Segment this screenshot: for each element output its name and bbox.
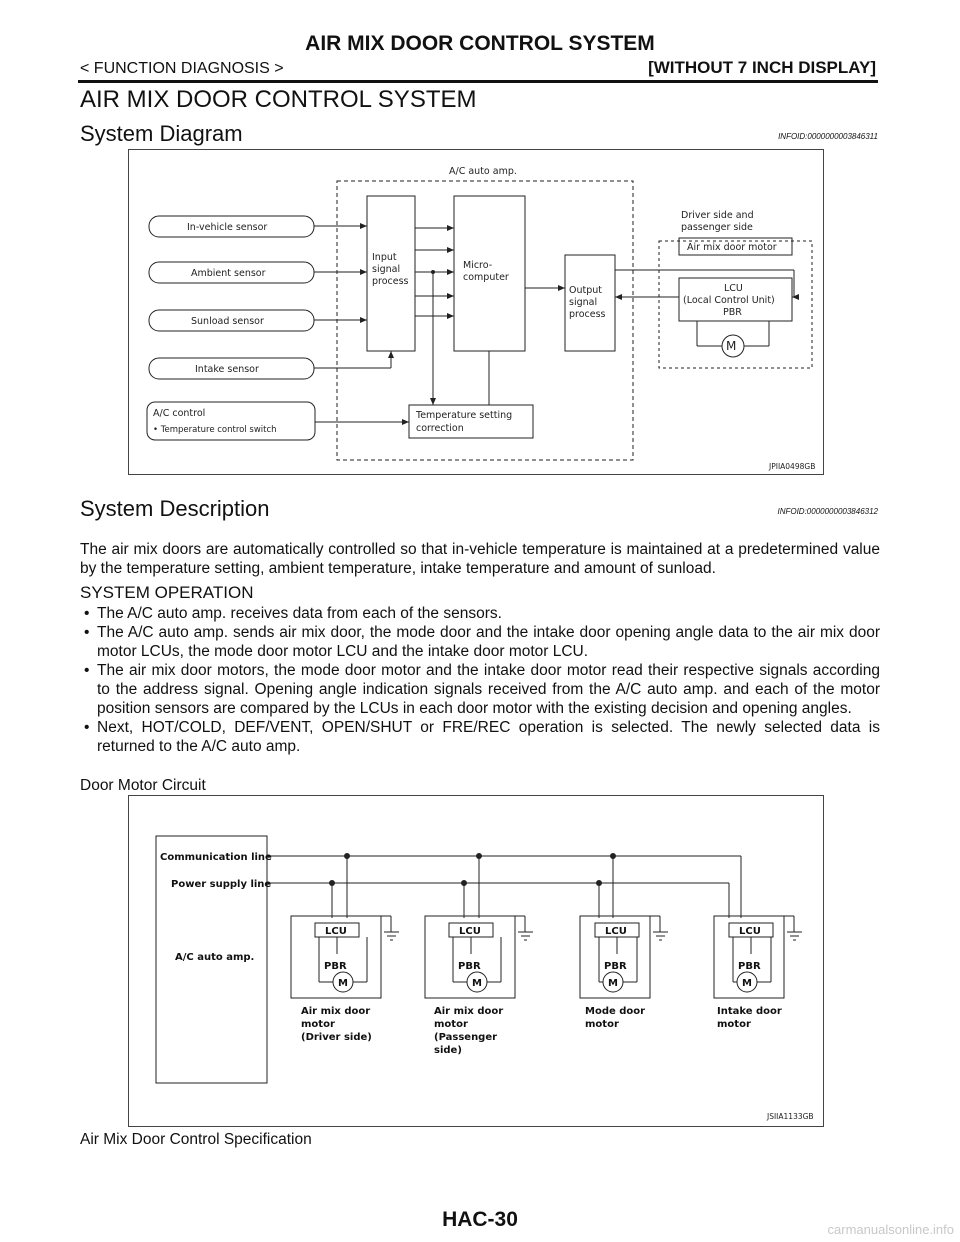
lcu-label: LCU <box>739 926 761 937</box>
air-mix-door-motor-box <box>678 237 793 256</box>
intake-sensor-label: Intake sensor <box>195 364 259 375</box>
motor-1-label-1: Air mix door <box>301 1006 370 1017</box>
bullet-item: The A/C auto amp. receives data from eac… <box>80 604 880 623</box>
door-motor-circuit-heading: Door Motor Circuit <box>80 777 206 794</box>
ac-auto-amp-box <box>155 835 268 1084</box>
motor-icon-label: M <box>726 339 736 353</box>
bullet-item: The A/C auto amp. sends air mix door, th… <box>80 623 880 661</box>
motor-m-label: M <box>338 978 348 989</box>
ac-control-box <box>146 401 316 441</box>
motor-3-label-2: motor <box>585 1019 619 1030</box>
motor-dashed-box <box>658 240 813 369</box>
pbr-label: PBR <box>738 961 761 972</box>
output-signal-process-box <box>564 254 616 352</box>
motor-unit-3 <box>579 856 668 999</box>
motor-2-label-2: motor <box>434 1019 468 1030</box>
page-number: HAC-30 <box>442 1208 518 1231</box>
watermark: carmanualsonline.info <box>827 1222 954 1237</box>
intro-paragraph: The air mix doors are automatically cont… <box>80 541 880 577</box>
motor-unit-2 <box>424 856 533 999</box>
lcu-label: LCU <box>605 926 627 937</box>
motor-unit-1 <box>290 856 399 999</box>
output-label-2: signal <box>569 297 597 308</box>
motor-m-label: M <box>608 978 618 989</box>
pbr-label: PBR <box>604 961 627 972</box>
input-label-1: Input <box>372 252 397 263</box>
output-label-1: Output <box>569 285 602 296</box>
temp-setting-label-2: correction <box>416 423 464 434</box>
motor-2-label-4: side) <box>434 1045 462 1056</box>
temp-switch-label: • Temperature control switch <box>153 425 277 435</box>
lcu-label-1: LCU <box>724 283 743 294</box>
input-label-3: process <box>372 276 409 287</box>
motor-3-label-1: Mode door <box>585 1006 645 1017</box>
lcu-label: LCU <box>459 926 481 937</box>
breadcrumb: < FUNCTION DIAGNOSIS > <box>80 60 284 77</box>
circuit-figure-code: JSIIA1133GB <box>766 1112 814 1121</box>
door-motor-circuit-figure: Communication line Power supply line A/C… <box>128 795 824 1127</box>
system-description-heading: System Description <box>80 496 270 521</box>
in-vehicle-sensor-label: In-vehicle sensor <box>187 222 267 233</box>
ambient-sensor-label: Ambient sensor <box>191 268 266 279</box>
operation-list: The A/C auto amp. receives data from eac… <box>80 604 880 756</box>
section-title: AIR MIX DOOR CONTROL SYSTEM <box>80 86 477 113</box>
bullet-item: The air mix door motors, the mode door m… <box>80 661 880 718</box>
system-description-infoid: INFOID:0000000003846312 <box>777 507 878 516</box>
lcu-label-2: (Local Control Unit) <box>683 295 775 306</box>
communication-line-label: Communication line <box>160 852 272 863</box>
output-label-3: process <box>569 309 606 320</box>
motor-unit-4 <box>713 883 802 999</box>
driver-side-label-1: Driver side and <box>681 210 754 221</box>
air-mix-door-motor-label: Air mix door motor <box>687 242 777 253</box>
bullet-item: Next, HOT/COLD, DEF/VENT, OPEN/SHUT or F… <box>80 718 880 756</box>
lcu-label-3: PBR <box>723 307 742 318</box>
micro-label-1: Micro- <box>463 260 492 271</box>
motor-2-label-3: (Passenger <box>434 1032 497 1043</box>
input-label-2: signal <box>372 264 400 275</box>
amp-label: A/C auto amp. <box>449 166 517 177</box>
motor-1-label-2: motor <box>301 1019 335 1030</box>
system-diagram-svg: A/C auto amp. In-vehicle sensor Ambient … <box>146 166 815 471</box>
ac-auto-amp-label: A/C auto amp. <box>175 952 254 963</box>
variant-label: [WITHOUT 7 INCH DISPLAY] <box>648 58 876 77</box>
temp-setting-label-1: Temperature setting <box>415 410 512 421</box>
figure-code: JPIIA0498GB <box>768 462 815 471</box>
driver-side-label-2: passenger side <box>681 222 753 233</box>
header-rule <box>78 80 878 83</box>
motor-4-label-1: Intake door <box>717 1006 782 1017</box>
pbr-label: PBR <box>458 961 481 972</box>
system-diagram-figure: A/C auto amp. In-vehicle sensor Ambient … <box>128 149 824 475</box>
motor-m-label: M <box>472 978 482 989</box>
system-diagram-heading: System Diagram <box>80 121 243 146</box>
motor-1-label-3: (Driver side) <box>301 1032 372 1043</box>
circuit-svg: Communication line Power supply line A/C… <box>155 835 814 1121</box>
power-supply-line-label: Power supply line <box>171 879 271 890</box>
sunload-sensor-label: Sunload sensor <box>191 316 264 327</box>
lcu-label: LCU <box>325 926 347 937</box>
system-diagram-infoid: INFOID:0000000003846311 <box>778 132 878 141</box>
system-operation-heading: SYSTEM OPERATION <box>80 583 254 602</box>
motor-m-label: M <box>742 978 752 989</box>
motor-2-label-1: Air mix door <box>434 1006 503 1017</box>
spec-heading: Air Mix Door Control Specification <box>80 1131 312 1148</box>
motor-4-label-2: motor <box>717 1019 751 1030</box>
micro-label-2: computer <box>463 272 509 283</box>
pbr-label: PBR <box>324 961 347 972</box>
ac-control-label: A/C control <box>153 408 205 419</box>
page-header-title: AIR MIX DOOR CONTROL SYSTEM <box>305 32 655 55</box>
